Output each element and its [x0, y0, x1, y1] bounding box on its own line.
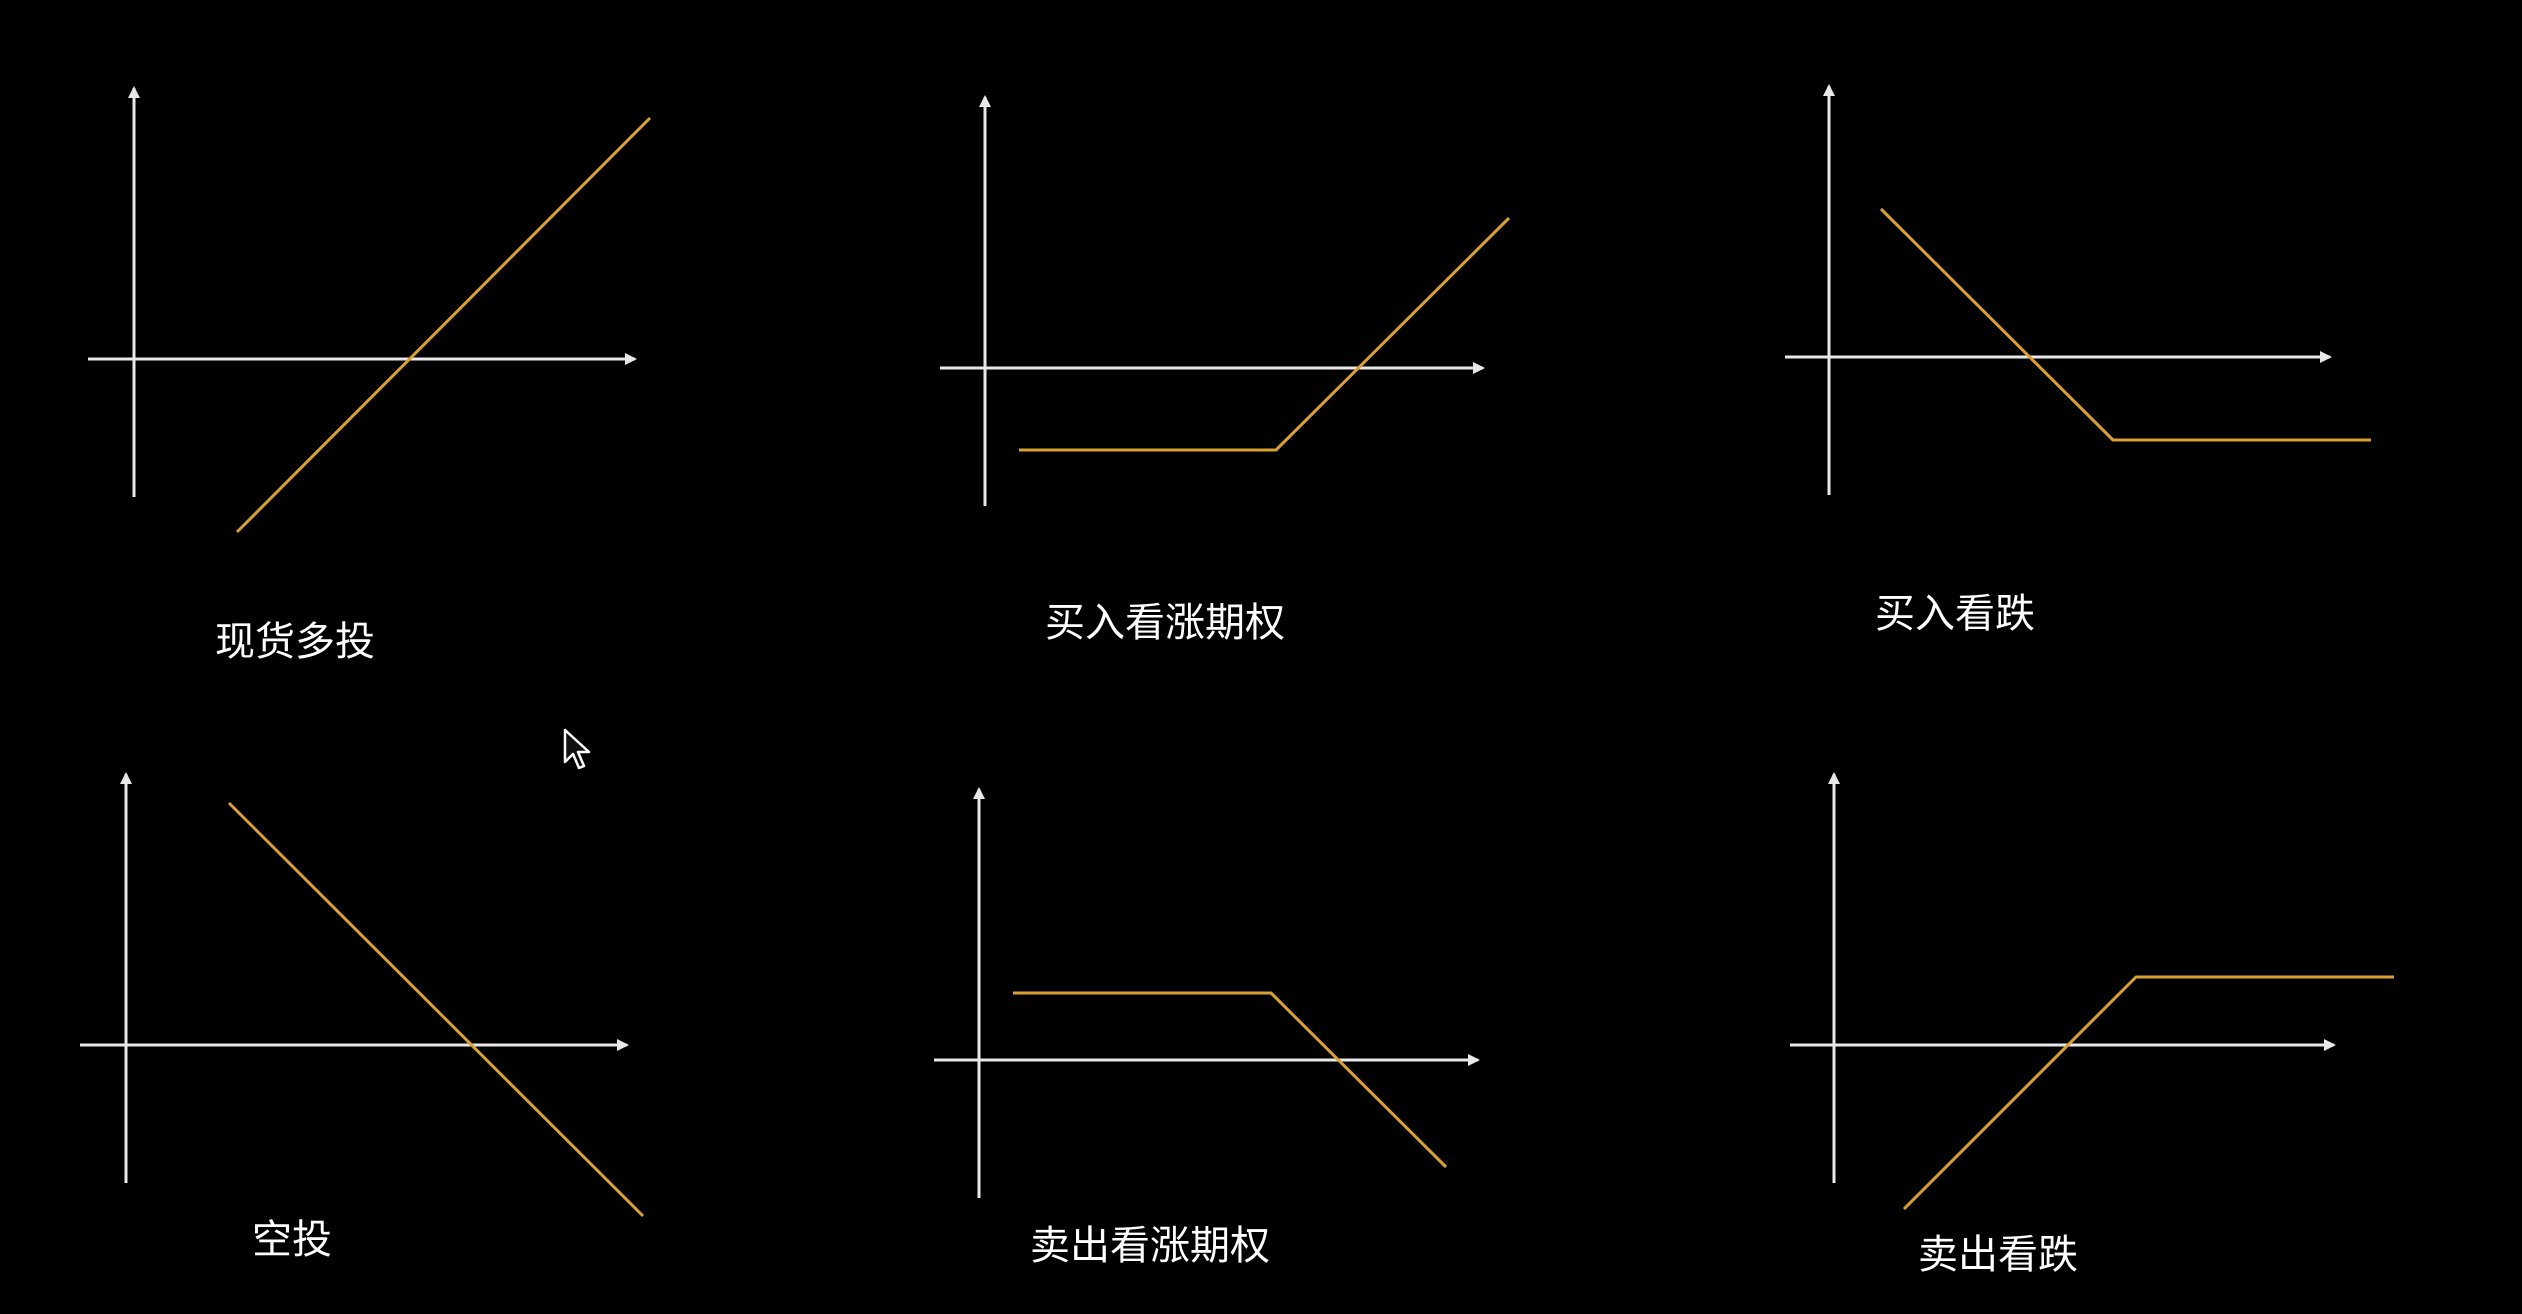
caption-short-call: 卖出看涨期权 [1030, 1223, 1270, 1269]
diagram-short-call [934, 787, 1480, 1198]
payoff-line [235, 116, 652, 534]
mouse-pointer-icon [563, 728, 591, 770]
diagram-short-spot [80, 772, 645, 1218]
caption-short-spot: 空投 [252, 1217, 332, 1263]
payoff-line [1879, 207, 2371, 442]
caption-long-spot: 现货多投 [215, 619, 375, 665]
diagram-long-call [940, 95, 1511, 506]
diagram-long-put [1785, 84, 2371, 495]
payoff-line [1902, 975, 2394, 1211]
payoff-line [1013, 991, 1448, 1169]
caption-long-put: 买入看跌 [1875, 591, 2035, 637]
diagram-long-spot [88, 86, 652, 534]
caption-long-call: 买入看涨期权 [1045, 600, 1285, 646]
diagram-short-put [1790, 772, 2394, 1211]
caption-short-put: 卖出看跌 [1918, 1232, 2078, 1278]
payoff-line [1019, 216, 1511, 452]
payoff-line [227, 801, 645, 1218]
